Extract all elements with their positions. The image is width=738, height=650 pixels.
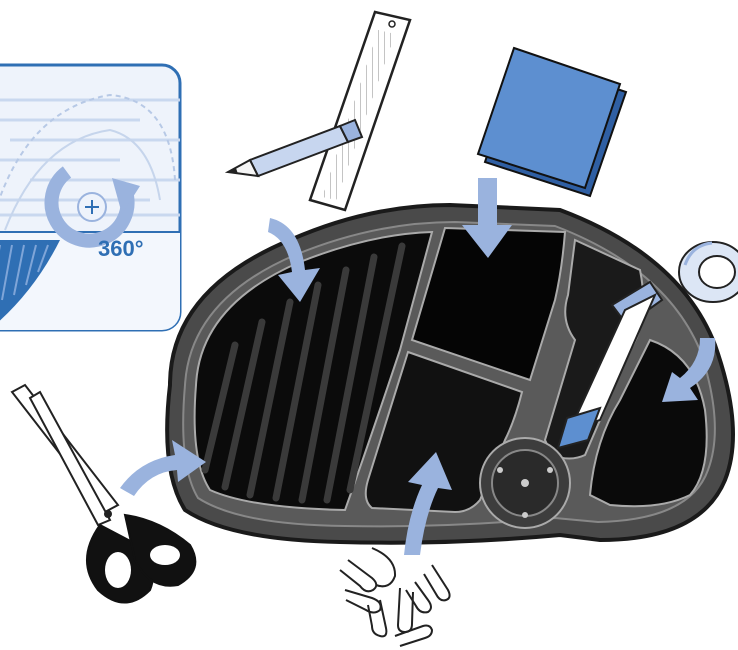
- ruler-icon: [310, 12, 410, 210]
- rotation-label: 360°: [98, 236, 144, 261]
- rotation-panel: 360°: [0, 65, 180, 332]
- desk-organizer-tray: [167, 205, 733, 543]
- sticky-notes-icon: [478, 48, 626, 196]
- paper-clips-icon: [340, 548, 450, 646]
- round-hub: [480, 438, 570, 528]
- tape-roll-icon: [679, 242, 738, 302]
